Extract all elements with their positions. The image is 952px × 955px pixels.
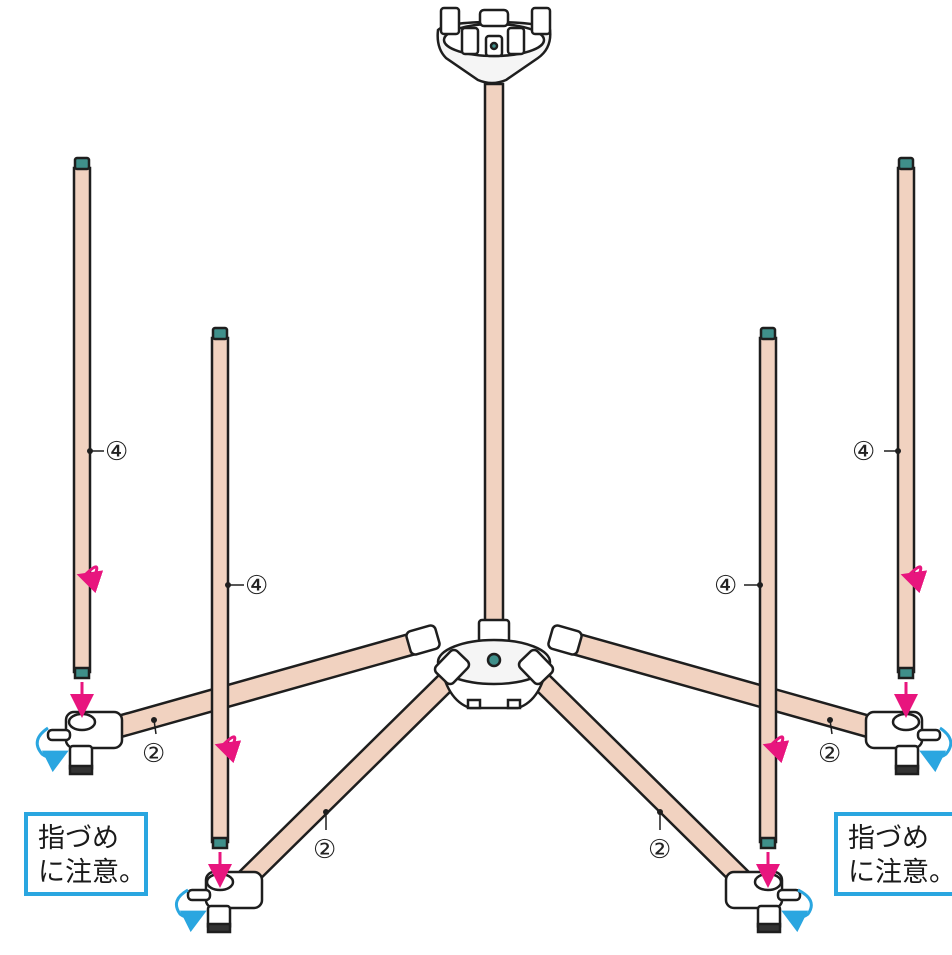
rotate-arrows [35,726,952,933]
twist-arrow [76,565,104,594]
leader-dots [87,448,901,815]
part-label-pole: ④ [852,437,875,467]
foot-left-back [46,710,124,776]
part-label-leg: ② [142,739,165,769]
foot-clamps [46,710,942,934]
rotate-arrow [174,888,207,933]
rotate-arrow [781,888,813,933]
foot-left-front [186,870,264,934]
caution-line-1: 指づめ [38,823,119,854]
twist-arrow [762,735,790,764]
rotate-arrow [35,726,69,773]
part-label-pole: ④ [245,571,268,601]
foot-right-back [864,710,942,776]
center-hub [405,624,583,710]
part-label-leg: ② [648,835,671,865]
part-label-pole: ④ [714,571,737,601]
leg-left-lower [226,672,458,897]
pole-right-inner [758,326,778,850]
pole-left-outer [72,156,92,680]
part-label-leg: ② [818,739,841,769]
caution-line-2: に注意。 [848,857,952,888]
leg-right-upper [549,626,890,743]
pole-right-outer [896,156,916,680]
pole-left-inner [210,326,230,850]
poles [72,156,916,850]
foot-right-front [724,870,802,934]
twist-arrow [214,735,242,764]
caution-note-left: 指づめ に注意。 [24,812,148,896]
twist-arrows [76,565,928,764]
top-mount [436,6,552,85]
rotate-arrow [919,726,952,773]
part-label-pole: ④ [105,437,128,467]
leg-right-lower [530,672,762,897]
insert-arrows [70,682,918,888]
part-label-leg: ② [313,835,336,865]
twist-arrow [900,565,928,594]
leg-left-upper [98,626,439,743]
center-pole [477,82,511,644]
caution-note-right: 指づめ に注意。 [834,812,952,896]
caution-line-1: 指づめ [848,823,929,854]
caution-line-2: に注意。 [38,857,146,888]
